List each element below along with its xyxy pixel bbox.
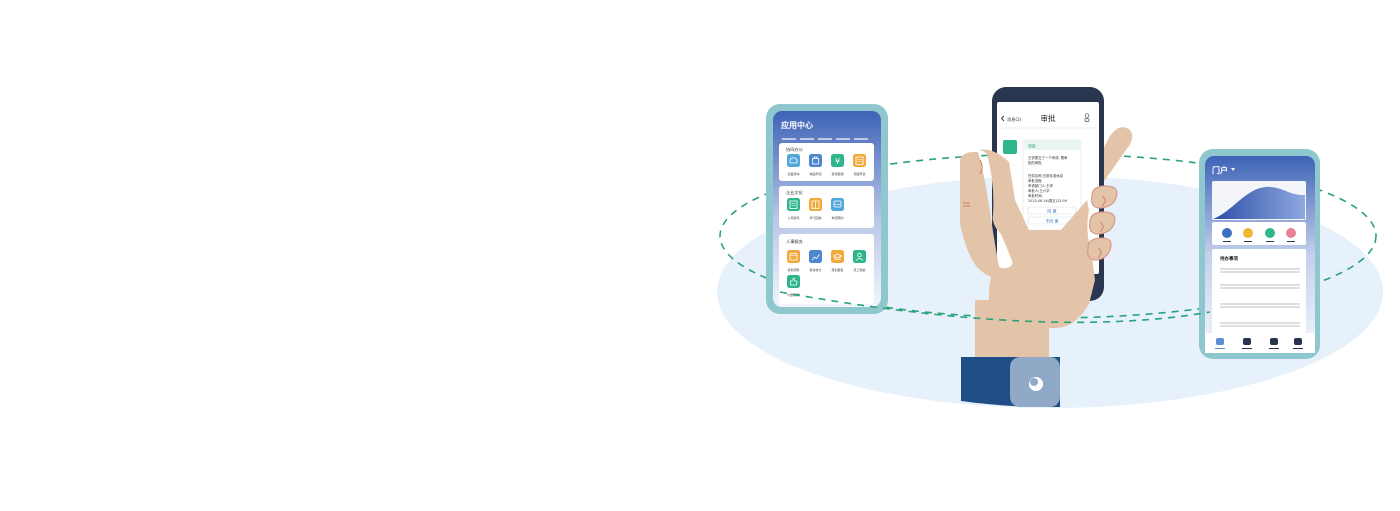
car-icon xyxy=(787,154,800,167)
orbit-ring-front xyxy=(779,291,1211,324)
todo-card xyxy=(1212,249,1306,333)
card-lines: 王伊提交了一个申请, 需审 批的审批 任务名称:日常标准休息 审批流程 申请部门… xyxy=(1028,155,1068,203)
app-tile-expense-car[interactable]: 出差用车 xyxy=(787,154,800,176)
left-phone-title: 应用中心 xyxy=(781,120,813,130)
back-label[interactable]: 消息(2) xyxy=(1007,116,1022,123)
quick-dot[interactable] xyxy=(1265,228,1275,238)
wrist xyxy=(975,300,1049,360)
section-card xyxy=(779,186,874,228)
nav-icon[interactable] xyxy=(1270,338,1278,345)
svg-text:员工档案: 员工档案 xyxy=(853,267,865,272)
section-card xyxy=(779,143,874,181)
quick-dot[interactable] xyxy=(1243,228,1253,238)
svg-text:考勤调整: 考勤调整 xyxy=(787,267,799,272)
right-phone: 门户 待办事项 xyxy=(1199,149,1320,359)
approve-button[interactable] xyxy=(1027,206,1077,215)
yen-icon xyxy=(831,154,844,167)
svg-text:申请部门人:王伊: 申请部门人:王伊 xyxy=(1028,183,1053,188)
quick-dots xyxy=(1222,228,1296,242)
quick-dots-card xyxy=(1212,222,1306,245)
svg-text:调班申请: 调班申请 xyxy=(853,171,865,176)
news-icon xyxy=(787,198,800,211)
app-tile-learning[interactable]: 学习园地 xyxy=(809,198,822,220)
svg-text:审批人:王小华: 审批人:王小华 xyxy=(1028,188,1050,193)
app-tile-company-news[interactable]: 公司通讯 xyxy=(787,198,800,220)
svg-text:审批流程: 审批流程 xyxy=(1028,178,1042,183)
back-chevron-icon[interactable] xyxy=(1000,115,1005,122)
svg-text:批的审批: 批的审批 xyxy=(1028,160,1042,165)
svg-text:同 意: 同 意 xyxy=(1047,208,1056,214)
bottom-nav xyxy=(1205,333,1315,353)
nav-icon[interactable] xyxy=(1243,338,1251,345)
center-phone: 消息(2) 审批 审批 王伊提交了一个申请, 需审 批的审批 任务名称:日常标准… xyxy=(960,87,1133,407)
hand-fingers xyxy=(1087,185,1118,261)
form-icon xyxy=(853,154,866,167)
app-tile-salary[interactable]: 薪资统计 xyxy=(809,250,822,272)
bag-icon xyxy=(809,154,822,167)
app-tile-reimbursement[interactable]: ¥ 费用报销 xyxy=(831,154,844,176)
svg-text:不同 意: 不同 意 xyxy=(1045,218,1058,224)
sender-avatar[interactable] xyxy=(1003,140,1017,154)
banner-wave xyxy=(1213,186,1305,219)
app-tile-attendance[interactable]: 考勤调整 xyxy=(787,250,800,272)
bottom-nav-items xyxy=(1215,338,1303,349)
chart-icon xyxy=(809,250,822,263)
svg-text:2023-06-16(周五)23:09: 2023-06-16(周五)23:09 xyxy=(1028,198,1067,203)
contacts-icon[interactable] xyxy=(1084,113,1090,122)
svg-text:学习园地: 学习园地 xyxy=(809,215,821,220)
section-title: 人事服务 xyxy=(786,238,804,245)
app-tile-employee-file[interactable]: 员工档案 xyxy=(853,250,866,272)
svg-text:¥: ¥ xyxy=(835,157,840,166)
calendar-icon xyxy=(787,250,800,263)
section-title: 企业文化 xyxy=(786,189,804,196)
svg-text:参观预约: 参观预约 xyxy=(831,215,843,220)
hand-palm xyxy=(974,149,1095,328)
svg-text:任务名称:日常标准休息: 任务名称:日常标准休息 xyxy=(1028,173,1064,178)
quick-dot[interactable] xyxy=(1222,228,1232,238)
section-title: 协同办公 xyxy=(786,146,804,153)
cap-icon xyxy=(831,250,844,263)
thumb-icon xyxy=(787,275,800,288)
app-tile-visit-booking[interactable]: 参观预约 xyxy=(831,198,844,220)
caret-down-icon[interactable] xyxy=(1231,168,1235,171)
app-tile-shift-request[interactable]: 调班申请 xyxy=(853,154,866,176)
quick-dot[interactable] xyxy=(1286,228,1296,238)
nav-home-icon[interactable] xyxy=(1216,338,1224,345)
app-tile-training[interactable]: 培训报名 xyxy=(831,250,844,272)
svg-text:公司通讯: 公司通讯 xyxy=(787,215,799,220)
svg-text:出差用车: 出差用车 xyxy=(787,171,799,176)
svg-text:培训报名: 培训报名 xyxy=(831,267,843,272)
nav-icon[interactable] xyxy=(1294,338,1302,345)
todo-title: 待办事项 xyxy=(1220,255,1238,262)
todo-lines xyxy=(1220,268,1300,327)
center-title: 审批 xyxy=(1041,113,1057,123)
svg-text:王伊提交了一个申请, 需审: 王伊提交了一个申请, 需审 xyxy=(1028,155,1068,160)
svg-text:费用报销: 费用报销 xyxy=(831,171,843,176)
svg-text:物品申领: 物品申领 xyxy=(809,171,821,176)
svg-text:薪资统计: 薪资统计 xyxy=(809,267,821,272)
section-card xyxy=(779,234,874,304)
right-phone-title: 门户 xyxy=(1212,165,1228,175)
card-tag: 审批 xyxy=(1028,143,1036,149)
svg-text:审批时间:: 审批时间: xyxy=(1028,193,1043,198)
left-phone: 应用中心 协同办公 企业文化 人事服务 出差用车 物品申领 ¥ xyxy=(766,104,888,314)
app-tile-supplies[interactable]: 物品申领 xyxy=(809,154,822,176)
